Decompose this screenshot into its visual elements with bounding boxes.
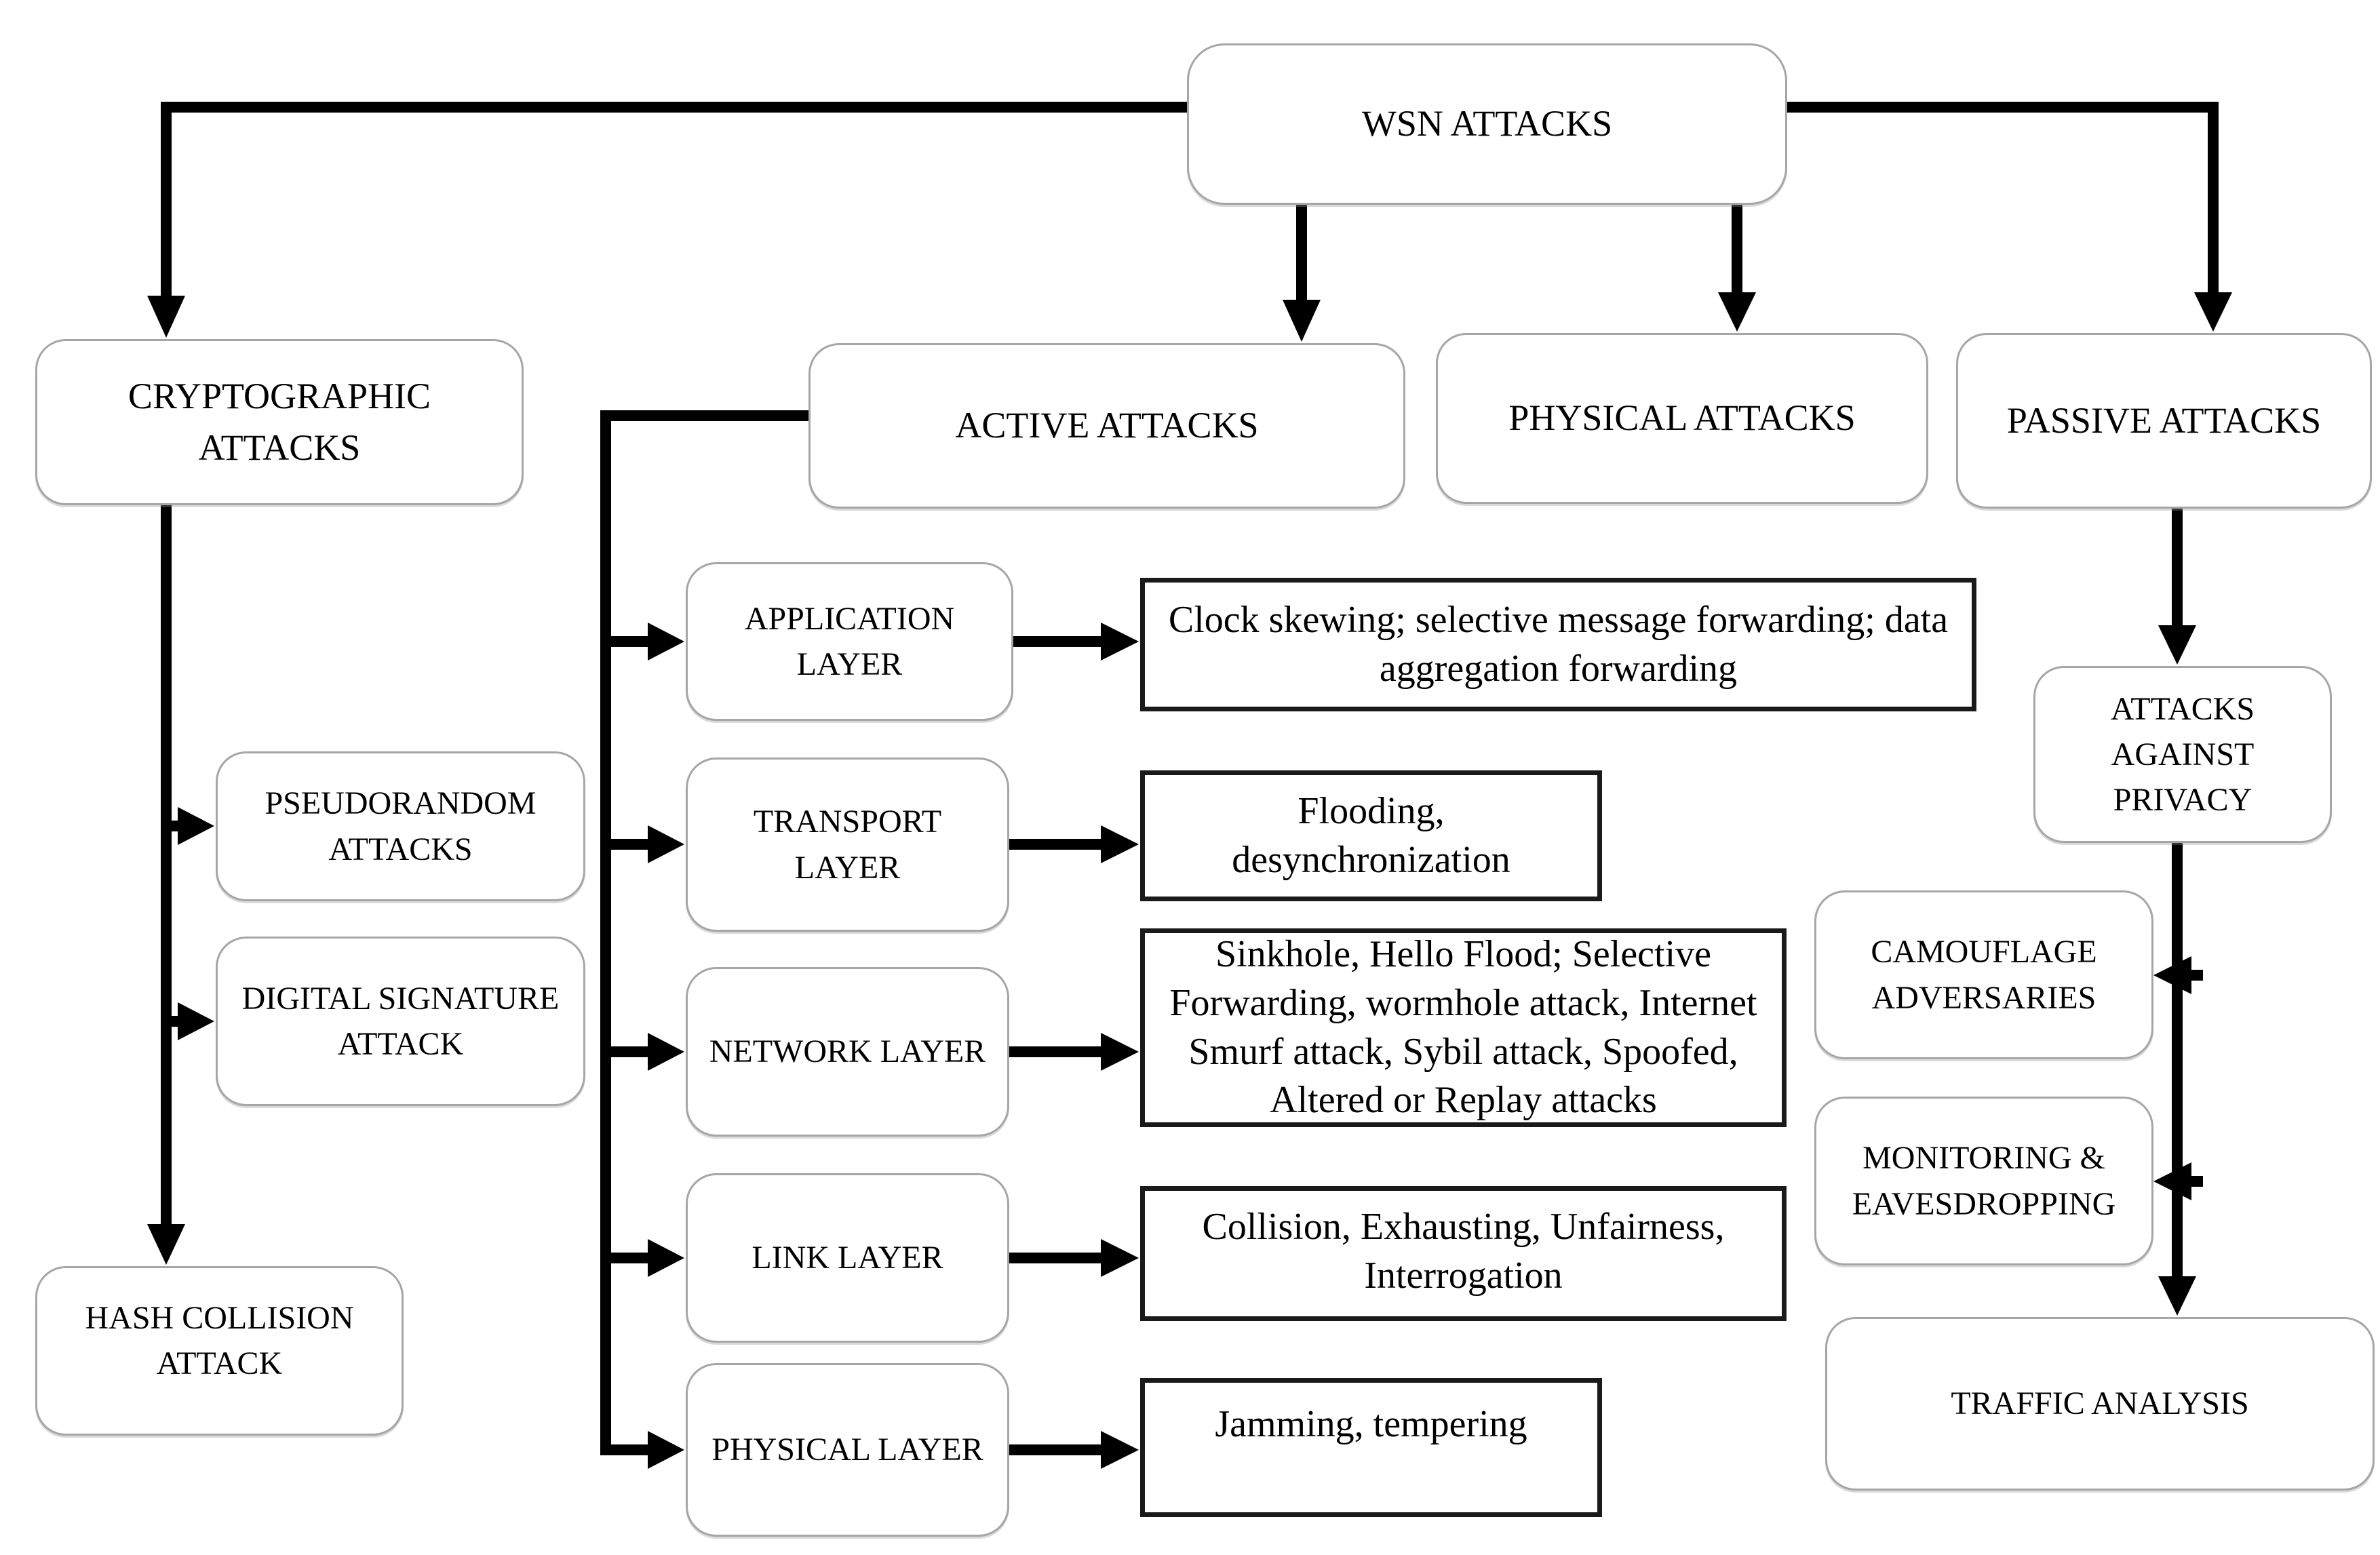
node-transport-layer: TRANSPORT LAYER [686,757,1009,932]
desc-physical-layer-attacks-text: Jamming, tempering [1215,1403,1527,1445]
desc-transport-layer-attacks: Flooding, desynchronization [1140,770,1602,901]
node-cryptographic-attacks-label: CRYPTOGRAPHIC ATTACKS [128,375,431,468]
node-wsn-attacks-label: WSN ATTACKS [1361,103,1613,144]
desc-network-layer-attacks: Sinkhole, Hello Flood; Selective Forward… [1140,928,1787,1127]
node-transport-layer-label: TRANSPORT LAYER [753,804,942,886]
desc-link-layer-attacks-text: Collision, Exhausting, Unfairness, Inter… [1202,1206,1725,1297]
node-digital-signature-attack: DIGITAL SIGNATURE ATTACK [216,937,585,1106]
node-monitoring-eavesdropping: MONITORING & EAVESDROPPING [1814,1097,2153,1265]
node-digital-signature-attack-label: DIGITAL SIGNATURE ATTACK [241,980,560,1062]
node-traffic-analysis: TRAFFIC ANALYSIS [1825,1317,2375,1491]
connector-wsn-to-active [1283,203,1321,342]
connector-wsn-to-cryptographic [147,102,1192,338]
node-camouflage-adversaries: CAMOUFLAGE ADVERSARIES [1814,890,2153,1059]
node-link-layer-label: LINK LAYER [752,1240,943,1276]
node-pseudorandom-attacks: PSEUDORANDOM ATTACKS [216,751,585,901]
node-physical-attacks: PHYSICAL ATTACKS [1436,333,1928,504]
connector-cryptographic-chain [147,504,214,1265]
node-network-layer: NETWORK LAYER [686,967,1009,1137]
desc-transport-layer-attacks-text: Flooding, desynchronization [1232,789,1510,881]
desc-physical-layer-attacks: Jamming, tempering [1140,1378,1602,1517]
node-hash-collision-attack-label: HASH COLLISION ATTACK [85,1300,354,1382]
node-physical-attacks-label: PHYSICAL ATTACKS [1508,397,1856,439]
node-attacks-against-privacy-label: ATTACKS AGAINST PRIVACY [2110,690,2255,819]
node-active-attacks-label: ACTIVE ATTACKS [955,405,1259,446]
desc-application-layer-attacks-text: Clock skewing; selective message forward… [1168,598,1949,690]
node-passive-attacks: PASSIVE ATTACKS [1956,333,2372,509]
connector-wsn-to-physical [1718,203,1756,332]
node-pseudorandom-attacks-label: PSEUDORANDOM ATTACKS [265,785,537,867]
desc-network-layer-attacks-text: Sinkhole, Hello Flood; Selective Forward… [1169,933,1757,1122]
node-cryptographic-attacks: CRYPTOGRAPHIC ATTACKS [35,339,524,505]
node-camouflage-adversaries-label: CAMOUFLAGE ADVERSARIES [1871,934,2097,1016]
node-traffic-analysis-label: TRAFFIC ANALYSIS [1951,1385,2249,1422]
connector-passive-to-privacy [2158,507,2196,665]
connector-privacy-spine [2153,842,2203,1316]
desc-application-layer-attacks: Clock skewing; selective message forward… [1140,578,1976,711]
connector-wsn-to-passive [1787,102,2232,332]
node-network-layer-label: NETWORK LAYER [709,1034,986,1070]
node-link-layer: LINK LAYER [686,1173,1009,1343]
node-monitoring-eavesdropping-label: MONITORING & EAVESDROPPING [1852,1140,2116,1222]
node-attacks-against-privacy: ATTACKS AGAINST PRIVACY [2033,666,2332,843]
desc-link-layer-attacks: Collision, Exhausting, Unfairness, Inter… [1140,1186,1787,1321]
node-application-layer-label: APPLICATION LAYER [744,600,955,682]
node-passive-attacks-label: PASSIVE ATTACKS [2006,399,2322,441]
node-physical-layer-label: PHYSICAL LAYER [711,1432,983,1468]
node-hash-collision-attack: HASH COLLISION ATTACK [35,1266,404,1436]
node-wsn-attacks: WSN ATTACKS [1187,43,1787,205]
node-active-attacks: ACTIVE ATTACKS [808,343,1405,509]
connector-layers-to-descriptions [1007,623,1139,1469]
connector-active-spine [600,410,814,1469]
node-application-layer: APPLICATION LAYER [686,562,1013,721]
node-physical-layer: PHYSICAL LAYER [686,1363,1009,1537]
